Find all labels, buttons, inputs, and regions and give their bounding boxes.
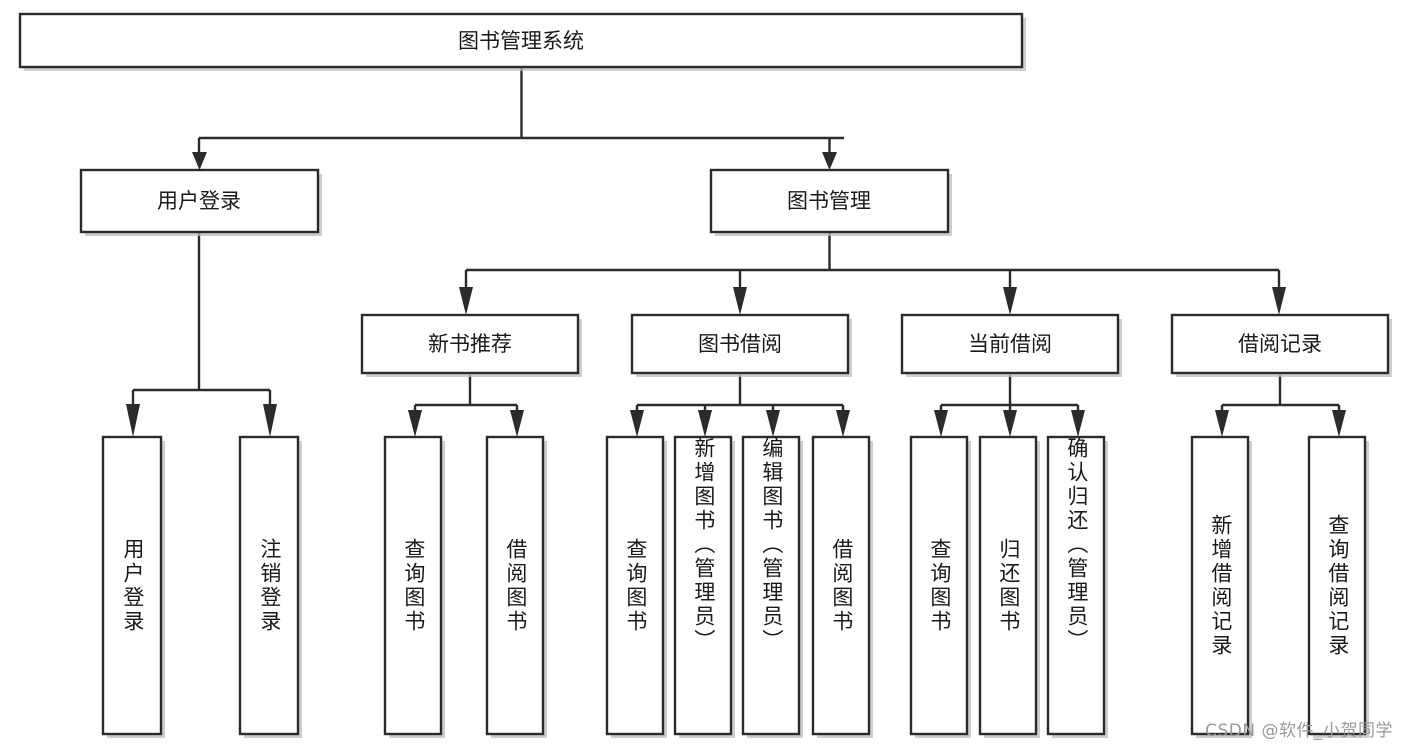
arrow-head-book-borrow — [733, 287, 747, 315]
node-user-login-box[interactable] — [79, 168, 320, 234]
leaf-return-book-box[interactable] — [978, 435, 1038, 736]
arrow-head-book-manage — [822, 152, 837, 170]
arrow-head-leaf-add-book — [698, 410, 712, 437]
leaf-query-book-1-box[interactable] — [383, 435, 443, 736]
node-root-box[interactable] — [18, 12, 1024, 69]
arrow-head-leaf-edit-book — [766, 410, 780, 437]
arrow-head-leaf-borrow-book-1 — [510, 410, 524, 437]
node-book-borrow[interactable]: 图书借阅 — [630, 313, 852, 377]
node-borrow-record-box[interactable] — [1170, 313, 1390, 375]
node-user-login[interactable]: 用户登录 — [79, 168, 322, 236]
node-current-borrow-label: 当前借阅 — [968, 332, 1052, 356]
leaf-user-logout-box[interactable] — [238, 435, 300, 736]
node-root-label: 图书管理系统 — [458, 29, 584, 53]
node-new-book-recommend-label: 新书推荐 — [428, 332, 512, 356]
leaf-borrow-book-2-box[interactable] — [811, 435, 871, 736]
node-new-book-recommend[interactable]: 新书推荐 — [360, 313, 582, 377]
leaf-user-login-box[interactable] — [101, 435, 163, 736]
leaf-query-book-3-box[interactable] — [909, 435, 969, 736]
node-user-login-label: 用户登录 — [157, 189, 241, 213]
leaf-add-book-box[interactable] — [673, 435, 733, 736]
node-borrow-record-label: 借阅记录 — [1238, 332, 1322, 356]
connector-group — [126, 67, 1346, 437]
node-new-book-recommend-box[interactable] — [360, 313, 580, 375]
node-borrow-record[interactable]: 借阅记录 — [1170, 313, 1392, 377]
csdn-watermark: CSDN @软件_小贺同学 — [1205, 721, 1393, 741]
arrow-head-leaf-query-book-3 — [934, 410, 948, 437]
arrow-head-leaf-borrow-book-2 — [836, 410, 850, 437]
node-book-manage[interactable]: 图书管理 — [709, 168, 952, 236]
arrow-head-leaf-confirm-return — [1071, 410, 1085, 437]
node-book-borrow-box[interactable] — [630, 313, 850, 375]
arrow-head-current-borrow — [1003, 287, 1017, 315]
leaf-confirm-return-box[interactable] — [1046, 435, 1106, 736]
node-book-manage-label: 图书管理 — [787, 189, 871, 213]
arrow-head-leaf-query-book-1 — [408, 410, 422, 437]
arrow-head-new-book-recommend — [459, 287, 473, 315]
node-current-borrow[interactable]: 当前借阅 — [900, 313, 1122, 377]
arrow-head-leaf-return-book — [1003, 410, 1017, 437]
leaf-borrow-book-1-box[interactable] — [485, 435, 545, 736]
arrow-head-leaf-user-logout — [263, 404, 277, 437]
node-root[interactable]: 图书管理系统 — [18, 12, 1026, 71]
arrow-head-user-login — [192, 152, 207, 170]
arrow-head-leaf-query-book-2 — [630, 410, 644, 437]
node-current-borrow-box[interactable] — [900, 313, 1120, 375]
arrow-head-borrow-record — [1272, 287, 1286, 315]
arrow-head-leaf-add-record — [1215, 410, 1229, 437]
leaf-edit-book-box[interactable] — [741, 435, 801, 736]
leaf-add-record-box[interactable] — [1190, 435, 1250, 736]
leaf-node-group — [101, 435, 1369, 738]
leaf-query-record-box[interactable] — [1307, 435, 1367, 736]
node-book-manage-box[interactable] — [709, 168, 950, 234]
node-book-borrow-label: 图书借阅 — [698, 332, 782, 356]
leaf-query-book-2-box[interactable] — [605, 435, 665, 736]
arrow-head-leaf-query-record — [1332, 410, 1346, 437]
arrow-head-leaf-user-login — [126, 404, 140, 437]
